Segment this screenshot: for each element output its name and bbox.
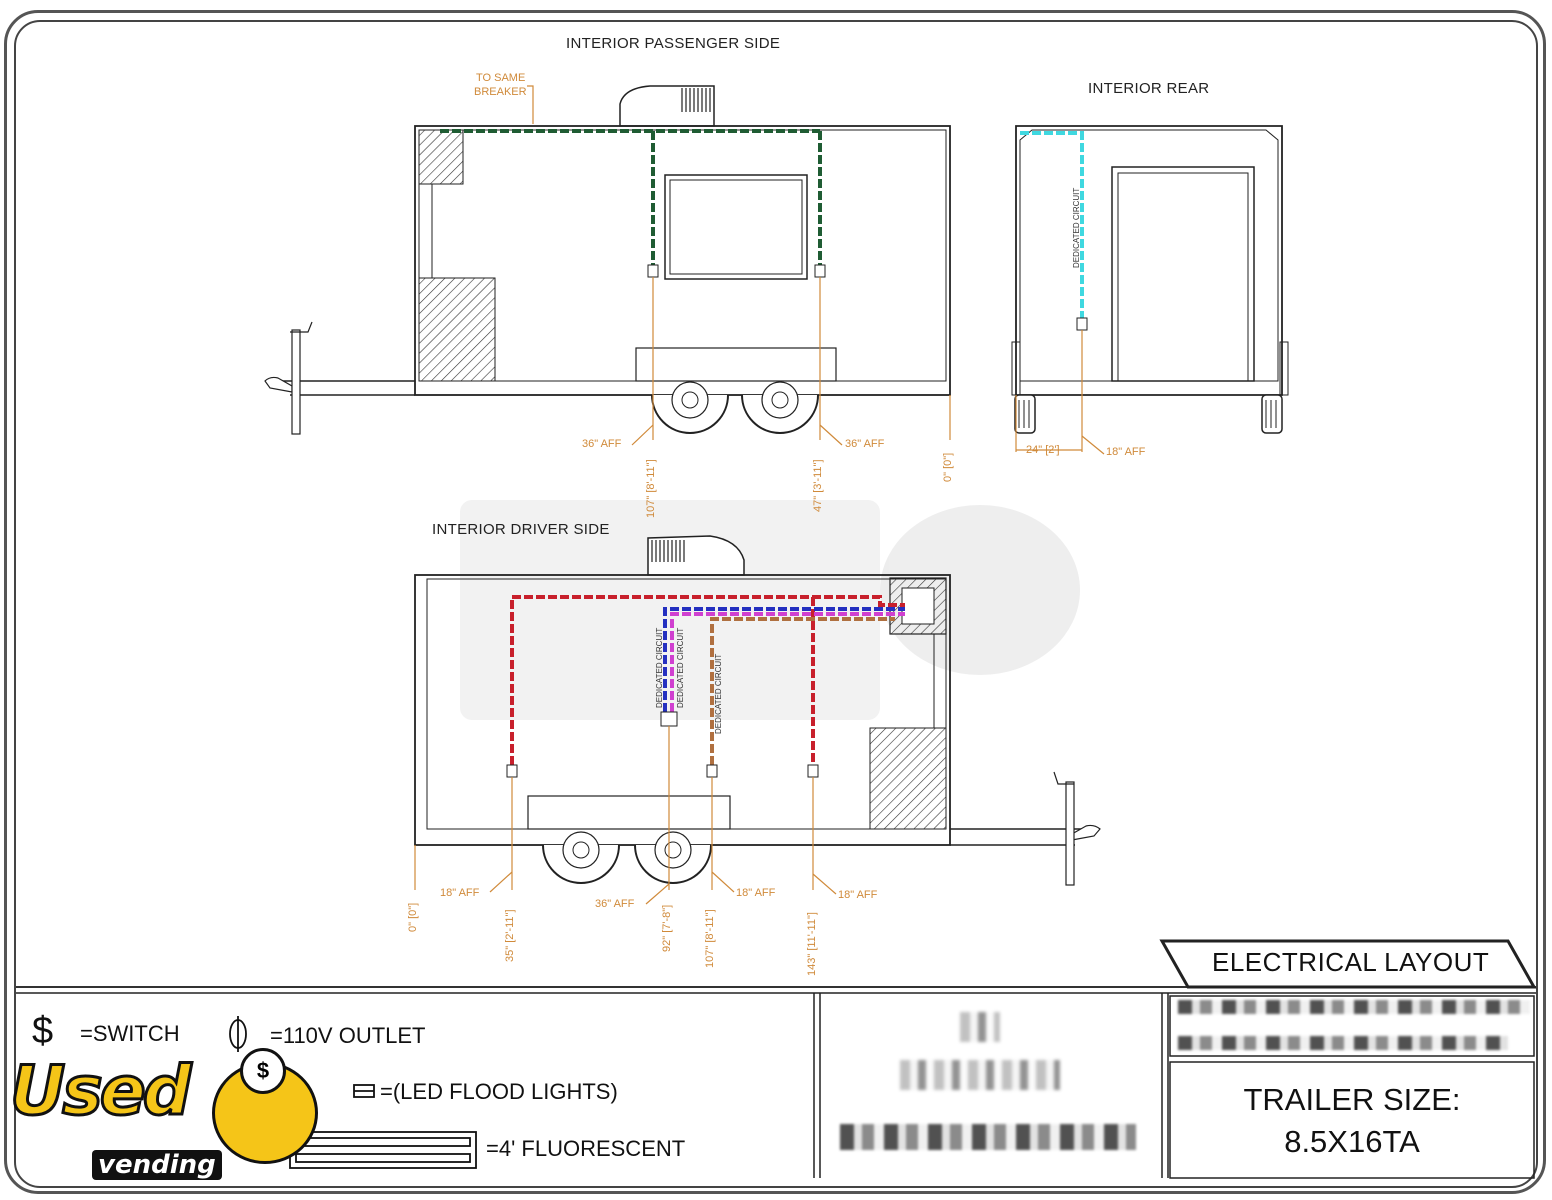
- hatched-cabinet-driver: [869, 727, 947, 830]
- pass-aff-left: 36" AFF: [582, 438, 622, 450]
- outlet-icon: [229, 1016, 247, 1052]
- fluorescent-legend-label: =4' FLUORESCENT: [486, 1136, 686, 1161]
- fluorescent-icon: [289, 1131, 477, 1169]
- drv-pos-2: 92" [7'-8"]: [661, 904, 673, 952]
- outlet-legend-label: =110V OUTLET: [270, 1023, 426, 1048]
- drv-pos-1: 35" [2'-11"]: [504, 909, 516, 962]
- rear-pos: 24" [2']: [1026, 444, 1060, 456]
- ac-unit: [619, 85, 715, 127]
- hatched-cabinet-upper: [418, 129, 464, 185]
- serving-window: [664, 174, 808, 280]
- redacted-logo: [960, 1012, 1000, 1042]
- electrical-layout-banner: [1159, 939, 1537, 989]
- outlet-pass-1: [647, 264, 659, 278]
- trailer-size-value: 8.5X16TA: [1284, 1124, 1420, 1159]
- outer-border: [4, 10, 1546, 1194]
- outlet-drv-4: [807, 764, 819, 778]
- blue-circuit: [663, 607, 905, 712]
- tongue-jack: [291, 329, 301, 435]
- redacted-company-line1: [1178, 1000, 1530, 1014]
- inner-border: [14, 20, 1538, 1188]
- rear-wheel-left: [1014, 394, 1036, 434]
- redacted-company-line2: [1178, 1036, 1508, 1050]
- outlet-drv-2: [660, 711, 678, 727]
- title-block-lines: [16, 939, 1537, 1179]
- rear-wheel-right: [1261, 394, 1283, 434]
- counter: [635, 347, 837, 382]
- same-breaker-note-line1: TO SAME: [476, 72, 526, 84]
- used-vending-logo: Used: [9, 1051, 193, 1133]
- pass-pos-right: 47" [3'-11"]: [812, 459, 824, 512]
- logo-vending-text: vending: [92, 1150, 222, 1180]
- logo-used-text: Used: [9, 1051, 193, 1133]
- rear-view: [1011, 125, 1289, 455]
- drv-aff-4: 18" AFF: [838, 889, 878, 901]
- driver-dedicated-circuit-label-2: DEDICATED CIRCUIT: [676, 627, 685, 708]
- electrical-layout-title: ELECTRICAL LAYOUT: [1212, 947, 1490, 977]
- outlet-rear: [1076, 317, 1088, 331]
- coin-icon: $: [240, 1048, 286, 1094]
- driver-side-title: INTERIOR DRIVER SIDE: [432, 521, 610, 538]
- rear-title: INTERIOR REAR: [1088, 80, 1210, 97]
- pass-aff-right: 36" AFF: [845, 438, 885, 450]
- drv-aff-1: 18" AFF: [440, 887, 480, 899]
- switch-legend-label: =SWITCH: [80, 1021, 180, 1046]
- driver-side-view: [414, 535, 1101, 905]
- drv-zero: 0" [0"]: [407, 902, 419, 932]
- same-breaker-note-line2: BREAKER: [474, 86, 527, 98]
- rear-door: [1111, 166, 1255, 382]
- outlet-drv-1: [506, 764, 518, 778]
- outlet-drv-3: [706, 764, 718, 778]
- tongue-jack-driver: [1065, 781, 1075, 886]
- driver-wheels: [542, 831, 712, 884]
- drv-aff-3: 18" AFF: [736, 887, 776, 899]
- red-circuit: [510, 595, 905, 765]
- driver-dedicated-circuit-label-1: DEDICATED CIRCUIT: [655, 627, 664, 708]
- ac-unit-driver: [647, 535, 745, 576]
- cyan-circuit: [1020, 131, 1084, 318]
- pass-pos-left: 107" [8'-11"]: [645, 459, 657, 518]
- magenta-circuit: [670, 612, 905, 712]
- passenger-wheels: [651, 381, 819, 434]
- green-circuit: [440, 129, 822, 265]
- redacted-address-1: [900, 1060, 1060, 1090]
- passenger-side-title: INTERIOR PASSENGER SIDE: [566, 35, 781, 52]
- drv-pos-3: 107" [8'-11"]: [704, 909, 716, 968]
- switch-icon: $: [32, 1010, 54, 1052]
- rear-aff: 18" AFF: [1106, 446, 1146, 458]
- pass-zero: 0" [0"]: [942, 452, 954, 482]
- brown-circuit: [710, 617, 895, 765]
- redacted-address-2: [840, 1124, 1136, 1150]
- drv-pos-4: 143" [11'-11"]: [806, 912, 818, 976]
- hatched-cabinet-lower: [418, 277, 496, 382]
- flood-legend-label: =(LED FLOOD LIGHTS): [380, 1079, 618, 1104]
- driver-dedicated-circuit-label-3: DEDICATED CIRCUIT: [714, 653, 723, 734]
- passenger-side-view: [264, 85, 951, 446]
- trailer-size-label: TRAILER SIZE:: [1243, 1082, 1461, 1117]
- rear-dedicated-circuit-label: DEDICATED CIRCUIT: [1072, 187, 1081, 268]
- outlet-pass-2: [814, 264, 826, 278]
- drv-aff-2: 36" AFF: [595, 898, 635, 910]
- counter-driver: [527, 795, 731, 830]
